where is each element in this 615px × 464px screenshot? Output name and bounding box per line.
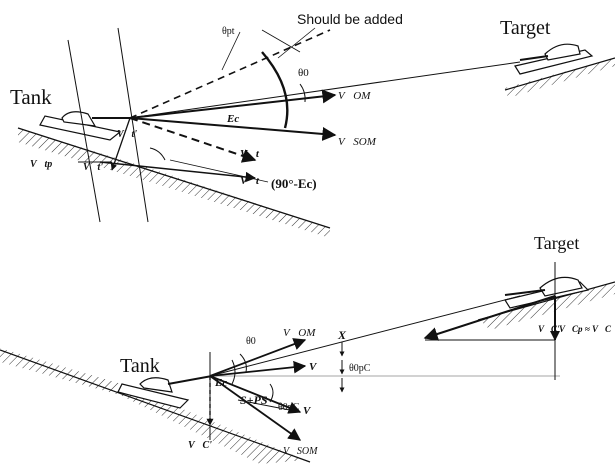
sps-label: S+PS — [240, 393, 268, 407]
vom-s-label-top: V⃗SOM — [338, 136, 377, 148]
top-diagram: Tank Target Should be added θpt θ0 Ec V⃗… — [10, 11, 615, 238]
v-label-bottom: V⃗ — [309, 361, 325, 373]
vt-prime-label: V⃗t' — [117, 129, 137, 140]
vector-vt-dashed — [129, 117, 257, 163]
line-of-sight-top — [129, 61, 521, 119]
vom-s-label-bottom: V⃗SOM — [283, 446, 318, 457]
theta-pc-label-2: θ0pC — [349, 363, 371, 374]
vt-lower-label: V⃗t — [240, 175, 260, 187]
leader-should-be-added — [277, 27, 316, 59]
arc-ec-bottom — [231, 359, 236, 385]
tank-label-top: Tank — [10, 85, 52, 109]
arc-theta-pc-bottom — [269, 383, 274, 403]
arc-ec-top — [261, 51, 289, 129]
ec-label-bottom: Ec — [214, 377, 227, 389]
ground-hatch-target-top — [505, 58, 615, 98]
vector-vom-s-bottom — [209, 375, 302, 441]
tank-label-bottom: Tank — [120, 355, 160, 377]
vt-prime-low-label: V⃗t' — [83, 162, 103, 173]
ref-line-2-top — [117, 27, 149, 223]
x-label: X — [337, 328, 347, 342]
dashed-upper-line — [129, 29, 331, 119]
vector-vom-bottom — [209, 338, 307, 377]
leader-theta-pt-2 — [221, 31, 241, 71]
arc-theta0-bottom — [239, 353, 247, 373]
vector-v2-bottom — [209, 375, 302, 414]
tank-top-icon — [39, 111, 135, 141]
target-label-bottom: Target — [534, 233, 579, 253]
ec-label-top: Ec — [226, 113, 239, 125]
sps-line — [237, 399, 301, 413]
leader-theta-pt-1 — [261, 29, 301, 53]
theta-pc-label-1: θ0pC — [278, 402, 300, 413]
vector-target-bottom — [423, 295, 556, 341]
arc-90-minus-ec — [149, 147, 166, 161]
v2-label-bottom: V⃗ — [303, 405, 319, 417]
ground-line-bottom — [0, 349, 311, 463]
ground-hatch-target-bottom — [480, 282, 615, 330]
vector-v-bottom — [209, 360, 307, 377]
arc-theta0-top — [299, 83, 306, 103]
angle-90-label: (90°-Ec) — [271, 176, 317, 191]
ground-line-top — [17, 127, 331, 229]
vt-label: V⃗t — [240, 148, 260, 160]
vom-label-top: V⃗OM — [338, 90, 371, 102]
ref-line-1-top — [67, 39, 101, 223]
vtp-label: V⃗tp — [30, 159, 52, 170]
bottom-diagram: Tank Target θ0 V⃗OM V⃗ V⃗ Ec S+PS θ0pC θ… — [0, 233, 615, 464]
target-label-top: Target — [500, 17, 551, 39]
vector-vom-s-top — [129, 117, 337, 141]
line-of-sight-bottom — [209, 295, 521, 377]
target-top-icon — [514, 43, 594, 75]
ground-line-target-top — [504, 57, 615, 91]
vom-label-bottom: V⃗OM — [283, 327, 316, 339]
vector-vt-prime-down — [110, 117, 131, 171]
theta0-label-bottom: θ0 — [246, 336, 256, 347]
ground-hatch-top — [18, 128, 330, 238]
vc-prime-label-target: V⃗C' — [538, 324, 560, 334]
vector-vt-lower — [99, 161, 257, 183]
theta0-label-top: θ0 — [298, 67, 309, 79]
should-be-added-label: Should be added — [297, 11, 403, 27]
vcp-label: V⃗Cp ≈ V⃗C — [559, 324, 612, 334]
vector-vom-top — [129, 89, 337, 119]
vc-prime-label-bottom: V⃗C' — [188, 440, 212, 451]
theta-pt-label: θpt — [222, 26, 235, 37]
tank-bottom-icon — [117, 375, 213, 409]
leader-90-minus-ec — [169, 159, 269, 183]
target-bottom-icon — [504, 276, 590, 309]
